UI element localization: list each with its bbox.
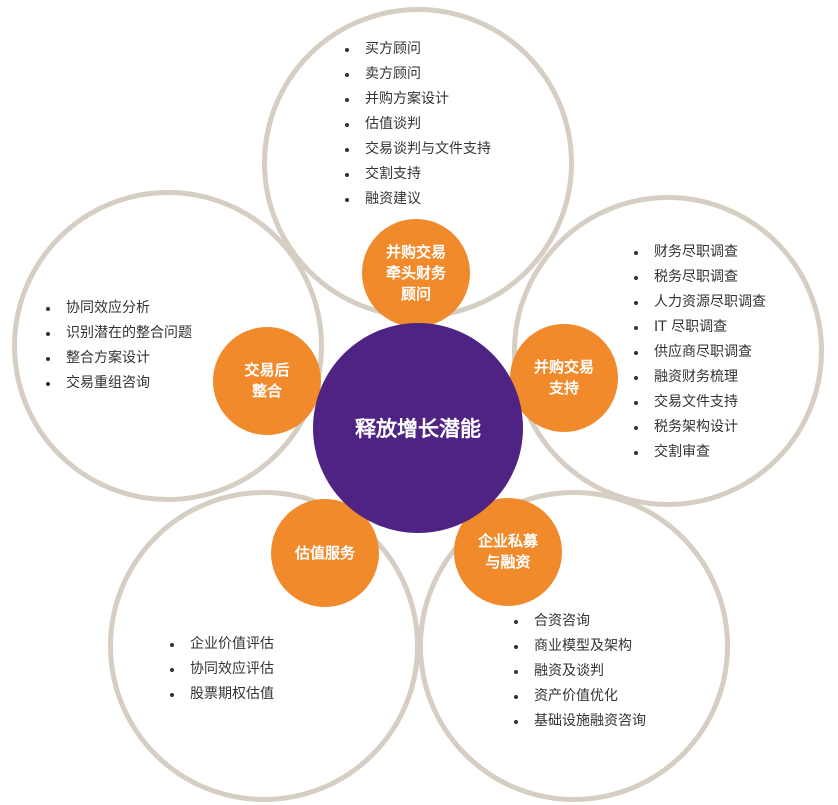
bottom-left-badge-line-1: 估值服务 — [294, 543, 355, 562]
top-badge-line-1: 并购交易 — [385, 242, 446, 261]
left-badge: 交易后 整合 — [213, 327, 321, 435]
left-item-list: 协同效应分析识别潜在的整合问题整合方案设计交易重组咨询 — [44, 296, 192, 396]
list-item: 融资及谈判 — [512, 659, 646, 684]
list-item: IT 尽职调查 — [632, 315, 766, 340]
ring-bottom-left — [108, 490, 420, 802]
center-label: 释放增长潜能 — [355, 417, 481, 441]
left-badge-line-2: 整合 — [251, 382, 282, 400]
right-badge-line-2: 支持 — [548, 379, 579, 397]
list-item: 企业价值评估 — [168, 632, 274, 657]
ring-right — [512, 195, 824, 507]
list-item: 股票期权估值 — [168, 682, 274, 707]
list-item: 交割审查 — [632, 440, 766, 465]
list-item: 识别潜在的整合问题 — [44, 321, 192, 346]
list-item: 协同效应分析 — [44, 296, 192, 321]
list-item: 交割支持 — [343, 162, 491, 187]
list-item: 估值谈判 — [343, 112, 491, 137]
list-item: 并购方案设计 — [343, 87, 491, 112]
list-item: 整合方案设计 — [44, 346, 192, 371]
top-item-list: 买方顾问卖方顾问并购方案设计估值谈判交易谈判与文件支持交割支持融资建议 — [343, 37, 491, 212]
top-badge-line-3: 顾问 — [400, 284, 431, 303]
list-item: 合资咨询 — [512, 609, 646, 634]
bottom-left-item-list: 企业价值评估协同效应评估股票期权估值 — [168, 632, 274, 707]
ring-left — [12, 190, 324, 502]
bottom-left-badge: 估值服务 — [271, 499, 379, 607]
bottom-right-badge-line-1: 企业私募 — [477, 532, 538, 550]
list-item: 财务尽职调查 — [632, 240, 766, 265]
list-item: 交易谈判与文件支持 — [343, 137, 491, 162]
list-item: 交易重组咨询 — [44, 371, 192, 396]
list-item: 融资建议 — [343, 187, 491, 212]
right-badge-line-1: 并购交易 — [533, 358, 594, 376]
list-item: 融资财务梳理 — [632, 365, 766, 390]
list-item: 税务尽职调查 — [632, 265, 766, 290]
list-item: 协同效应评估 — [168, 657, 274, 682]
bottom-right-badge-line-2: 与融资 — [485, 553, 531, 571]
bottom-right-item-list: 合资咨询商业模型及架构融资及谈判资产价值优化基础设施融资咨询 — [512, 609, 646, 734]
list-item: 资产价值优化 — [512, 684, 646, 709]
list-item: 税务架构设计 — [632, 415, 766, 440]
list-item: 基础设施融资咨询 — [512, 709, 646, 734]
list-item: 卖方顾问 — [343, 62, 491, 87]
ring-bottom-right — [418, 490, 730, 802]
bottom-right-badge: 企业私募 与融资 — [454, 498, 562, 606]
list-item: 买方顾问 — [343, 37, 491, 62]
list-item: 商业模型及架构 — [512, 634, 646, 659]
top-badge-line-2: 牵头财务 — [385, 263, 446, 282]
center-circle: 释放增长潜能 — [313, 323, 523, 533]
right-badge: 并购交易 支持 — [510, 324, 618, 432]
left-badge-line-1: 交易后 — [244, 361, 290, 379]
top-badge: 并购交易 牵头财务 顾问 — [362, 219, 470, 327]
list-item: 交易文件支持 — [632, 390, 766, 415]
list-item: 人力资源尽职调查 — [632, 290, 766, 315]
list-item: 供应商尽职调查 — [632, 340, 766, 365]
